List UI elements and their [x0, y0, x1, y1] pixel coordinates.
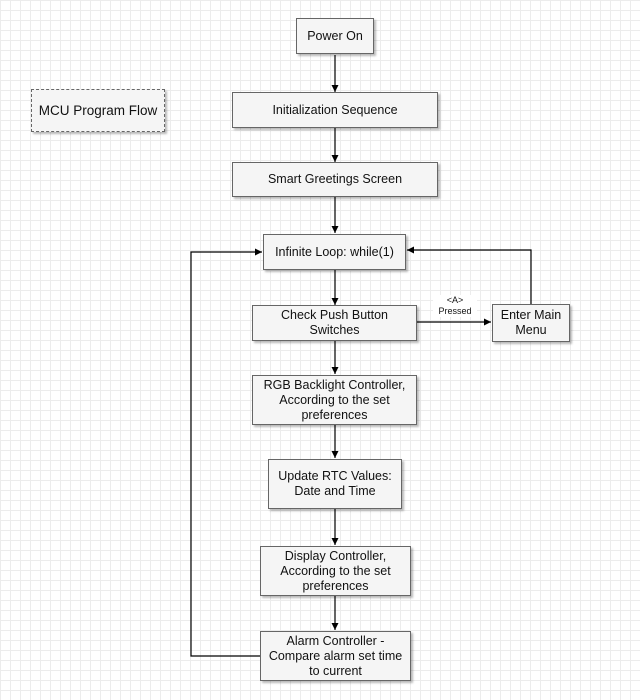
node-enter-main-menu: Enter Main Menu [492, 304, 570, 342]
edge-label-word: Pressed [438, 306, 472, 316]
diagram-title-box: MCU Program Flow [31, 89, 165, 132]
node-alarm-controller: Alarm Controller - Compare alarm set tim… [260, 631, 411, 681]
node-initialization-sequence: Initialization Sequence [232, 92, 438, 128]
node-infinite-loop: Infinite Loop: while(1) [263, 234, 406, 270]
node-check-push-buttons: Check Push Button Switches [252, 305, 417, 341]
node-display-controller: Display Controller, According to the set… [260, 546, 411, 596]
node-update-rtc-values: Update RTC Values: Date and Time [268, 459, 402, 509]
node-smart-greetings-screen: Smart Greetings Screen [232, 162, 438, 197]
node-power-on: Power On [296, 18, 374, 54]
node-rgb-backlight-controller: RGB Backlight Controller, According to t… [252, 375, 417, 425]
edge-label-pressed: <A> Pressed [433, 295, 477, 317]
edge-label-key: <A> [446, 295, 464, 305]
